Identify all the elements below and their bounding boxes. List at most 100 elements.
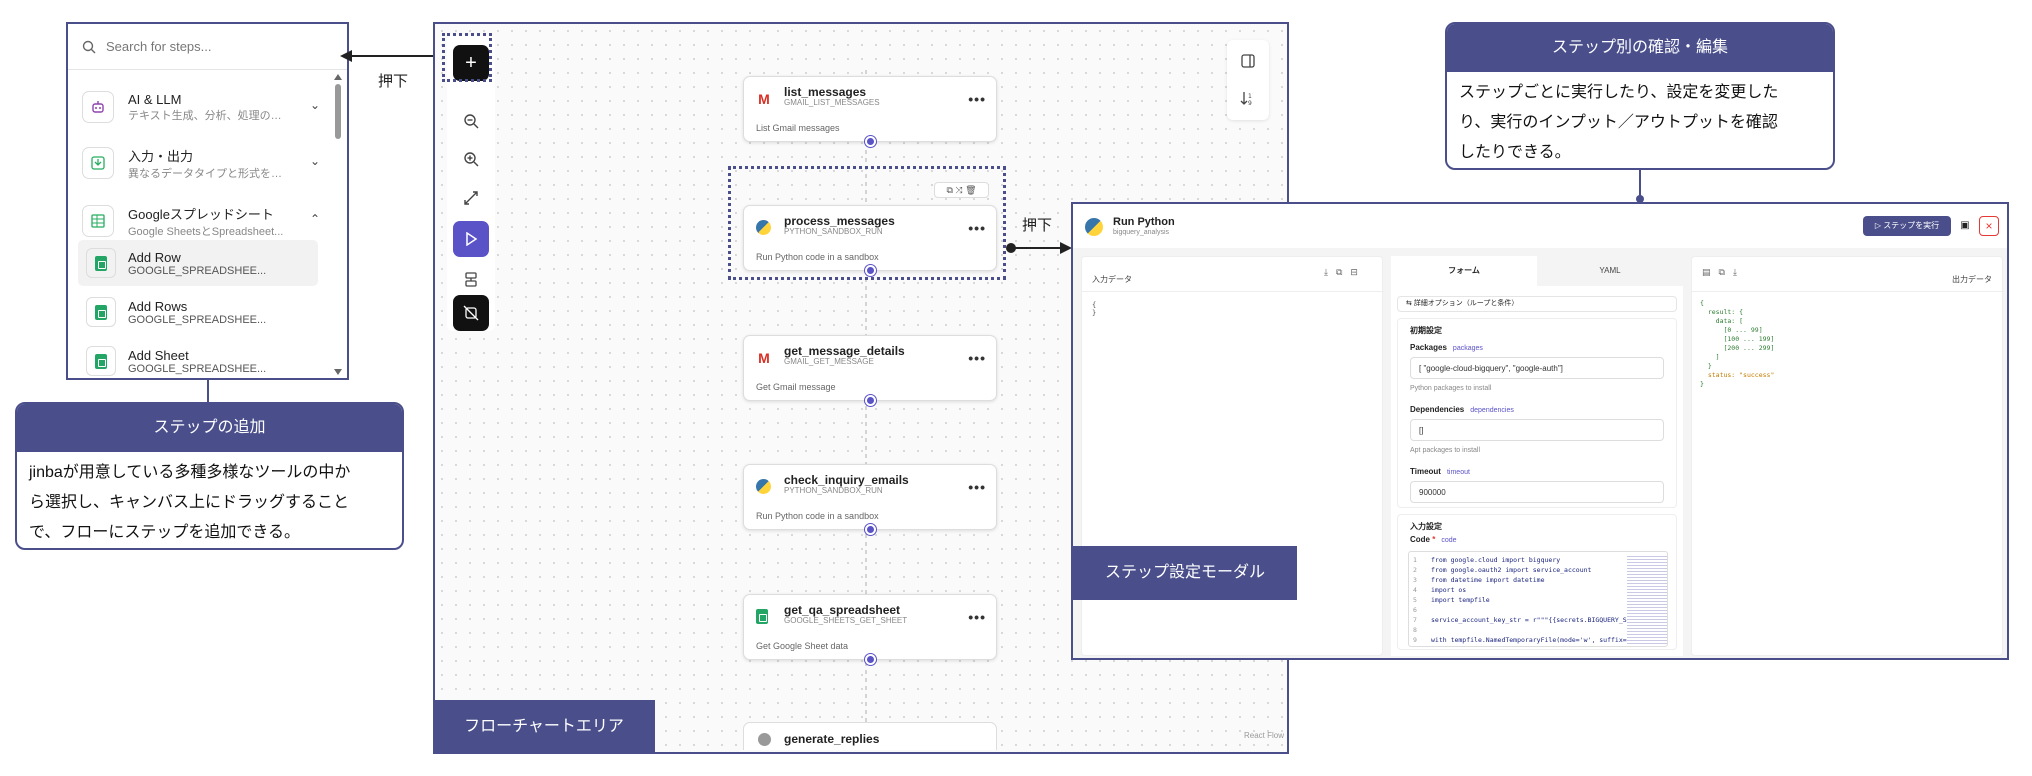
node-port[interactable] [865,136,876,147]
category-input-output[interactable]: 入力・出力異なるデータタイプと形式を扱... ⌄ [82,138,322,188]
advanced-options-toggle[interactable]: ⇆ 詳細オプション（ループと条件） [1397,296,1677,312]
add-step-button[interactable]: + [453,45,489,81]
line-number: 1 [1413,556,1417,564]
zoom-out-icon[interactable] [453,103,489,139]
flowchart-area-label: フローチャートエリア [433,700,655,754]
press-label: 押下 [1022,217,1053,234]
play-icon: ▷ [1874,221,1884,230]
python-icon [756,220,772,236]
python-icon [1085,218,1103,236]
run-step-label: ステップを実行 [1883,221,1940,230]
output-line: status: "success" [1700,371,1775,379]
more-icon[interactable]: ••• [968,350,986,366]
output-line: } [1700,362,1712,370]
flow-node[interactable]: generate_replies [743,722,997,750]
callout-title: ステップの追加 [17,404,402,452]
line-number: 5 [1413,596,1417,604]
chevron-down-icon[interactable]: ⌄ [309,98,320,112]
flow-node[interactable]: process_messages PYTHON_SANDBOX_RUN Run … [743,205,997,271]
fit-view-icon[interactable] [453,180,489,216]
copy-icon[interactable]: ⧉ [946,185,953,195]
chevron-down-icon[interactable]: ⌄ [309,154,320,168]
save-icon[interactable]: ▣ [1960,220,1970,231]
react-flow-watermark: React Flow [1244,731,1285,740]
line-number: 8 [1413,626,1417,634]
gmail-icon: M [758,350,770,366]
python-icon [758,733,771,746]
required-mark: * [1432,535,1436,544]
dependencies-field[interactable]: [] [1410,419,1664,441]
step-item-subtitle: GOOGLE_SPREADSHEE... [128,313,267,326]
download-icon[interactable]: ⤓ [1732,267,1745,277]
layout-icon[interactable] [453,261,489,297]
node-port[interactable] [865,654,876,665]
node-port[interactable] [865,265,876,276]
run-flow-button[interactable] [453,221,489,257]
trash-icon[interactable]: 🗑 [965,185,977,195]
node-port[interactable] [865,524,876,535]
more-icon[interactable]: ••• [968,609,986,625]
panel-toggle-icon[interactable] [1240,53,1256,74]
category-desc: テキスト生成、分析、処理のた... [128,109,288,122]
more-icon[interactable]: ••• [968,220,986,236]
code-text: from google.cloud import bigquery [1431,556,1561,564]
search-bar[interactable]: Search for steps... [68,24,347,70]
code-line: 8 [1413,626,1613,636]
download-icon[interactable]: ⤓ [1324,267,1336,277]
field-tag: packages [1452,345,1483,352]
packages-field[interactable]: [ "google-cloud-bigquery", "google-auth"… [1410,357,1664,379]
timeout-field[interactable]: 900000 [1410,481,1664,503]
clear-icon[interactable]: ⊟ [1350,267,1366,277]
table-view-icon[interactable]: ▤ [1702,267,1719,277]
node-desc: List Gmail messages [756,123,840,133]
zoom-in-icon[interactable] [453,141,489,177]
close-button[interactable]: × [1979,216,1999,236]
field-tag: code [1441,537,1457,544]
output-line: [100 ... 199] [1700,335,1775,343]
node-port[interactable] [865,395,876,406]
category-title: Googleスプレッドシート [128,206,274,222]
modal-subtitle: bigquery_analysis [1113,229,1170,236]
field-label: Code [1410,535,1430,544]
shuffle-icon[interactable]: ⤨ [955,185,963,195]
input-actions: ⤓⧉⊟ [1324,267,1366,278]
node-subtitle: GOOGLE_SHEETS_GET_SHEET [784,616,908,625]
node-desc: Get Gmail message [756,382,836,392]
disable-icon[interactable] [453,295,489,331]
search-icon [82,40,96,53]
callout-review-edit: ステップ別の確認・編集 ステップごとに実行したり、設定を変更した り、実行のイン… [1445,22,1835,170]
download-icon [82,147,114,179]
connector-line [1636,170,1644,203]
scrollbar[interactable] [333,72,343,377]
flow-node[interactable]: check_inquiry_emails PYTHON_SANDBOX_RUN … [743,464,997,530]
more-icon[interactable]: ••• [968,479,986,495]
output-actions: ▤⧉⤓ [1702,267,1745,278]
flow-node[interactable]: M get_message_details GMAIL_GET_MESSAGE … [743,335,997,401]
more-icon[interactable]: ••• [968,91,986,107]
output-line: ] [1700,353,1720,361]
input-json[interactable]: { } [1092,301,1097,317]
copy-icon[interactable]: ⧉ [1335,267,1351,277]
code-text: with tempfile.NamedTemporaryFile(mode='w… [1431,636,1635,644]
run-step-button[interactable]: ▷ ステップを実行 [1863,216,1951,236]
code-text: service_account_key_str = r"""{{secrets.… [1431,616,1639,624]
flow-node[interactable]: get_qa_spreadsheet GOOGLE_SHEETS_GET_SHE… [743,594,997,660]
chevron-up-icon[interactable]: ⌃ [309,212,320,226]
output-line: result: { [1700,308,1744,316]
copy-icon[interactable]: ⧉ [1718,267,1733,277]
tab-form[interactable]: フォーム [1391,256,1537,286]
tab-yaml[interactable]: YAML [1599,266,1621,275]
arrow-to-modal [1006,242,1072,254]
flow-node[interactable]: M list_messages GMAIL_LIST_MESSAGES List… [743,76,997,142]
search-input[interactable]: Search for steps... [106,39,212,54]
